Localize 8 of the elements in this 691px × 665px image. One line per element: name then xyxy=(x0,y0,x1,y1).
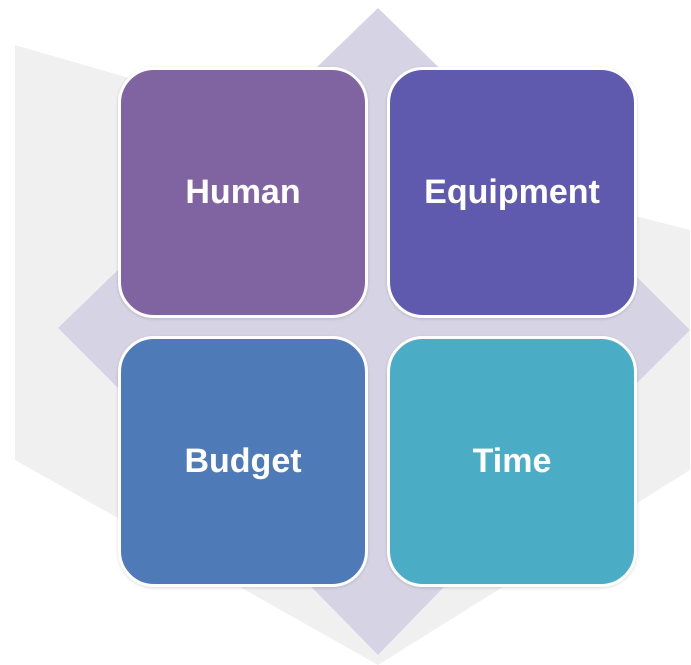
box-label: Human xyxy=(185,173,301,212)
rounded-box xyxy=(118,67,368,318)
rounded-box xyxy=(387,67,637,318)
rounded-box xyxy=(118,336,368,587)
box-label: Budget xyxy=(184,442,302,481)
box-label: Equipment xyxy=(424,173,600,212)
rounded-box xyxy=(387,336,637,587)
box-label: Time xyxy=(472,442,552,481)
